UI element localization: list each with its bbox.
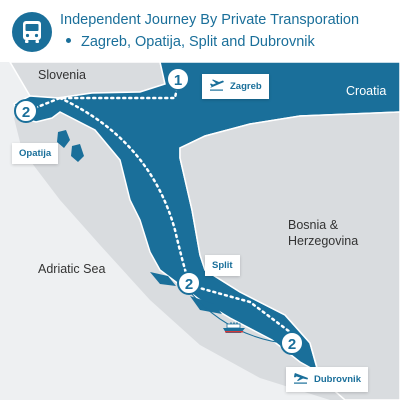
city-label-dubrovnik: Dubrovnik	[314, 374, 361, 385]
marker-opatija-number: 2	[22, 104, 30, 121]
city-tag-dubrovnik: Dubrovnik	[286, 367, 368, 392]
marker-opatija: 2	[14, 99, 38, 123]
region-label-slovenia: Slovenia	[38, 68, 86, 82]
subtitle-text: Zagreb, Opatija, Split and Dubrovnik	[81, 34, 315, 50]
region-label-bosnia-line1: Bosnia &	[288, 218, 339, 232]
bus-icon	[23, 21, 41, 43]
marker-dubrovnik: 2	[280, 331, 304, 355]
route-split-dubrovnik	[194, 285, 292, 334]
city-label-zagreb: Zagreb	[230, 81, 262, 92]
marker-split: 2	[177, 271, 201, 295]
airplane-landing-icon	[293, 372, 309, 387]
airplane-takeoff-icon	[209, 79, 225, 94]
island	[71, 144, 84, 162]
sea-label-adriatic: Adriatic Sea	[38, 262, 106, 276]
region-label-bosnia-line2: Herzegovina	[288, 234, 359, 248]
city-tag-split: Split	[205, 255, 240, 277]
city-label-opatija: Opatija	[19, 148, 52, 159]
city-tag-opatija: Opatija	[12, 143, 59, 165]
map: 1 2 2 2	[0, 62, 400, 400]
ferry-icon	[223, 322, 245, 333]
marker-zagreb: 1	[166, 67, 190, 91]
city-label-split: Split	[212, 260, 233, 271]
marker-dubrovnik-number: 2	[288, 336, 296, 353]
page-title: Independent Journey By Private Transpora…	[60, 12, 360, 28]
bus-icon-badge	[12, 12, 52, 52]
marker-split-number: 2	[185, 276, 193, 293]
marker-zagreb-number: 1	[174, 72, 182, 89]
island	[57, 130, 70, 148]
bullet-icon	[66, 38, 71, 44]
region-label-croatia: Croatia	[346, 84, 387, 98]
header: Independent Journey By Private Transpora…	[0, 0, 400, 62]
route-opatija-split	[58, 96, 190, 282]
adriatic-sea	[0, 62, 330, 400]
island	[150, 272, 176, 286]
page-subtitle: Zagreb, Opatija, Split and Dubrovnik	[60, 34, 315, 50]
city-tag-zagreb: Zagreb	[202, 74, 269, 99]
